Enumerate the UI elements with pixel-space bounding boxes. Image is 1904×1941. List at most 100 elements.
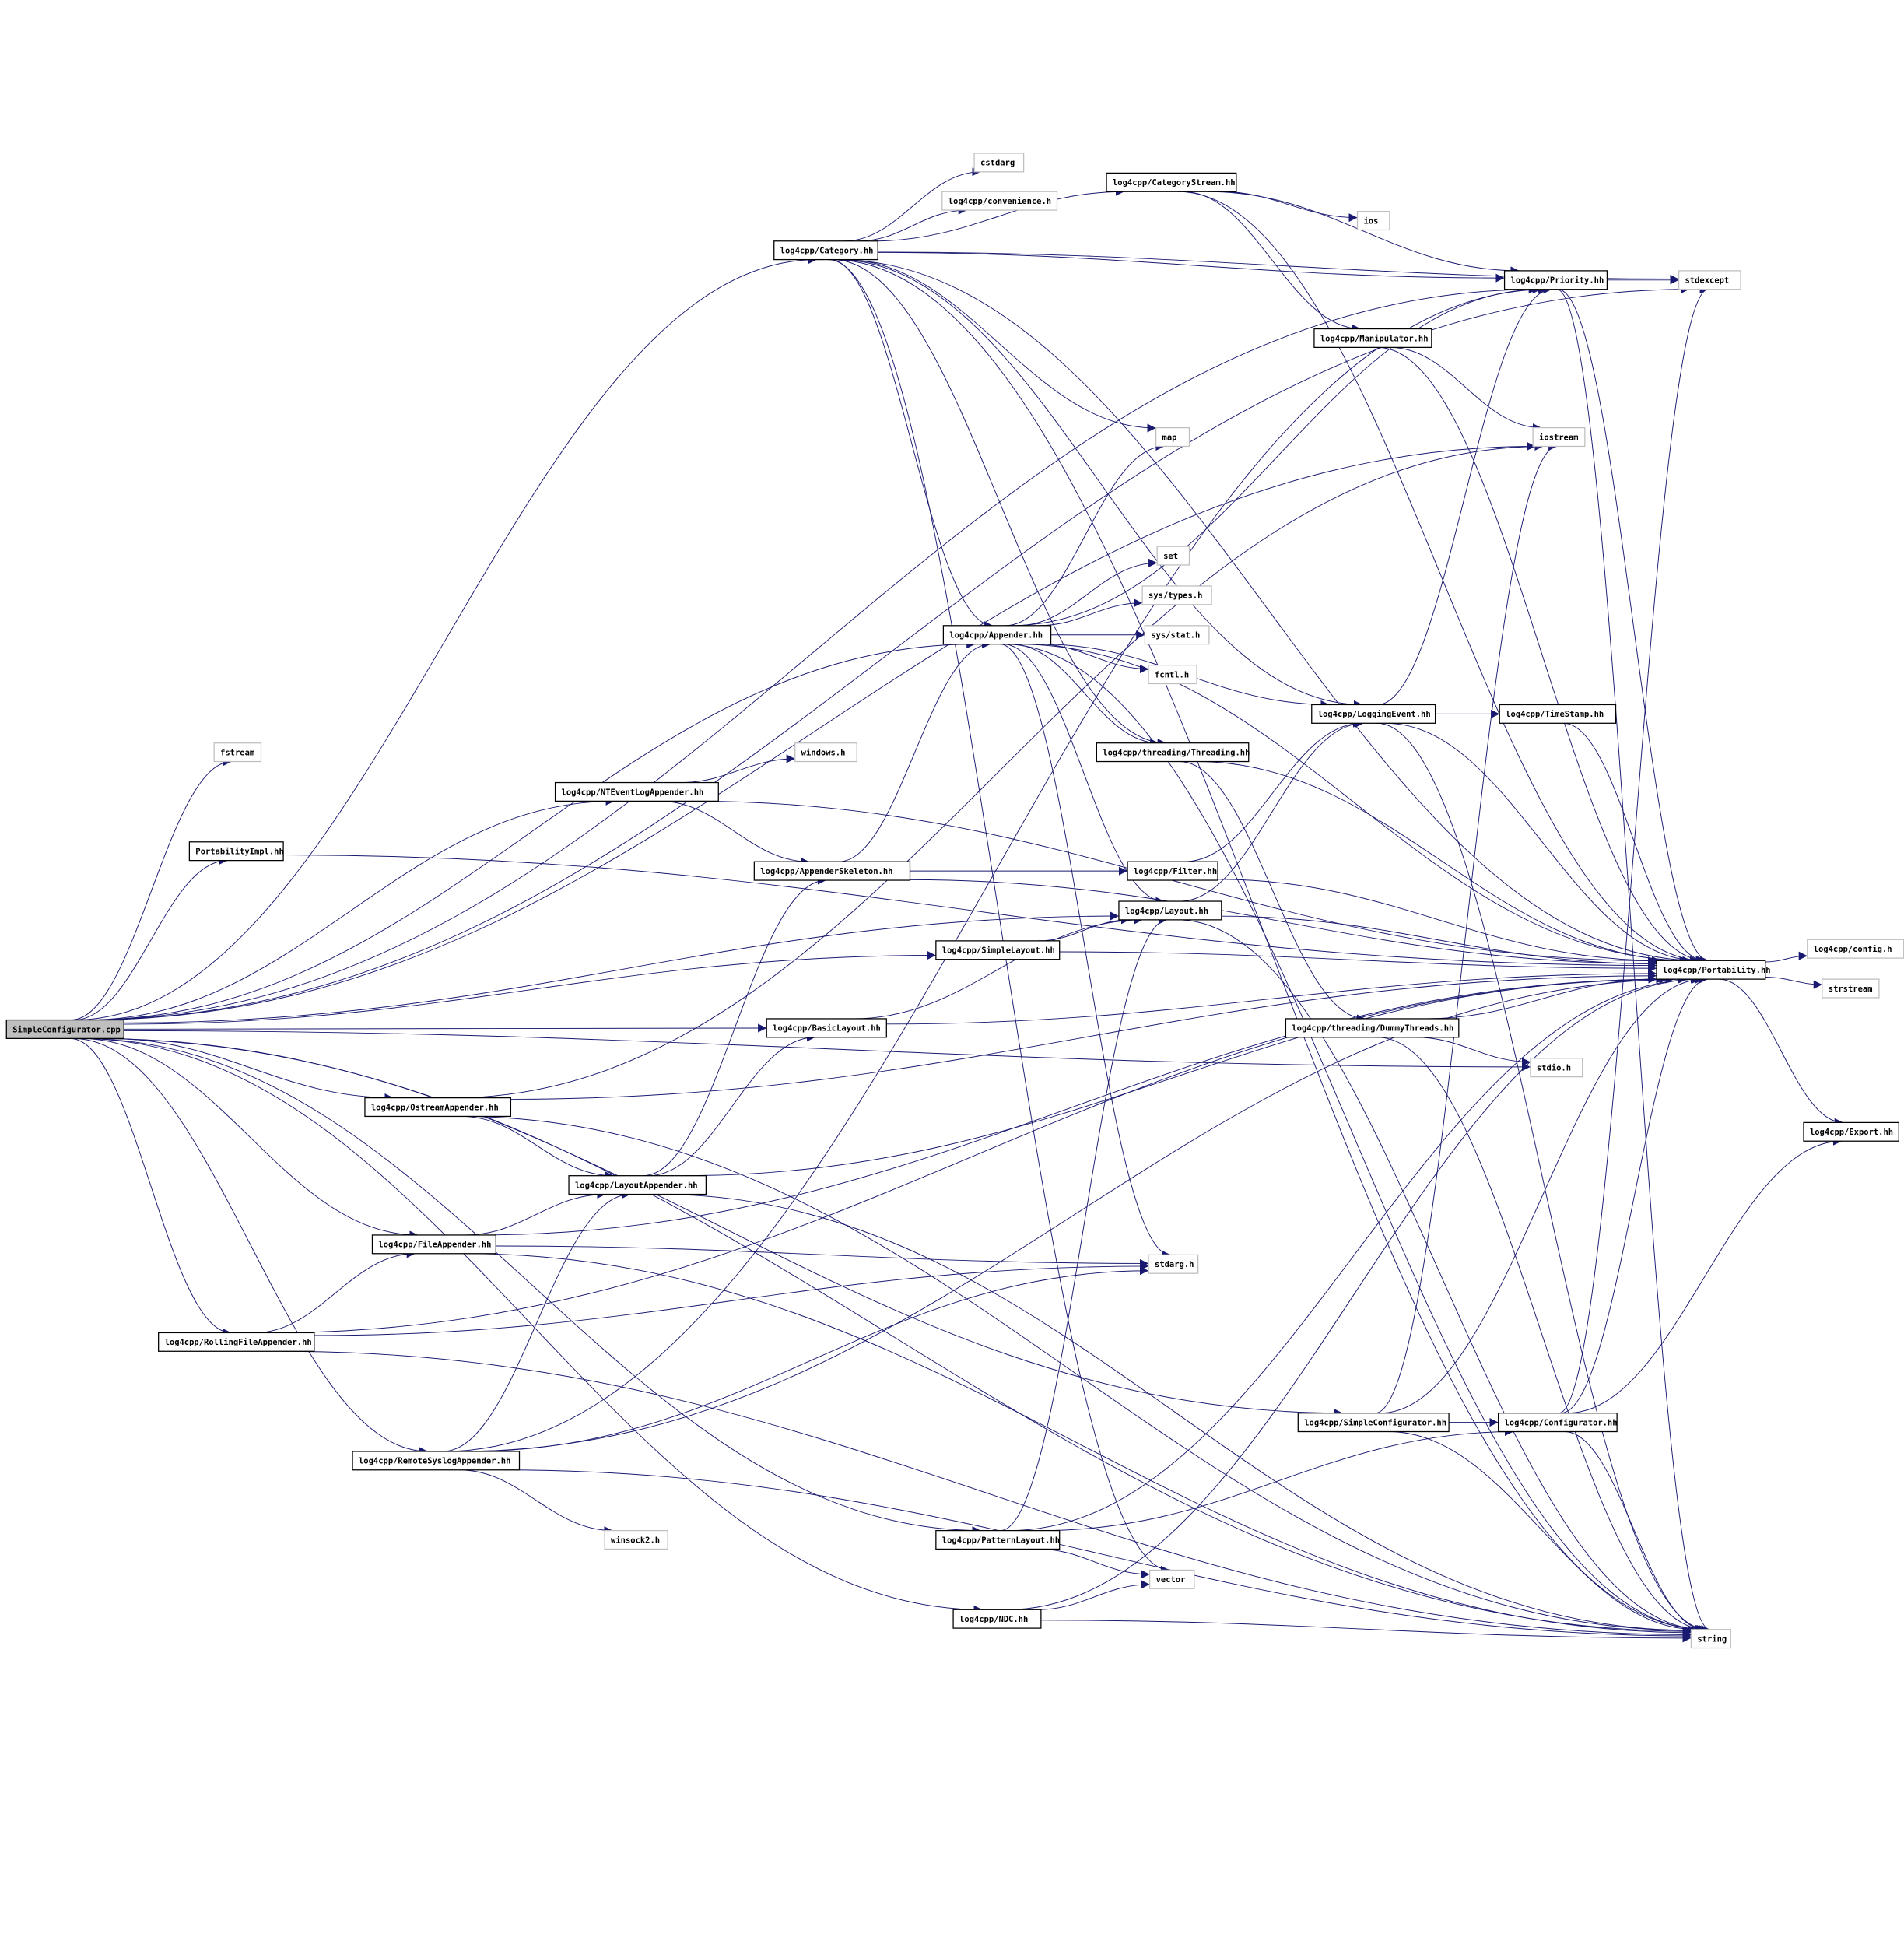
edge-root-to-portimpl [74,856,228,1021]
edge-basiclayout-to-layout [854,915,1144,1020]
node-appender[interactable]: log4cpp/Appender.hh [942,625,1052,645]
node-label: cstdarg [980,159,1015,168]
node-box [1530,1058,1583,1078]
node-box [935,1529,1061,1550]
edge-rolling-to-string [282,1350,1692,1640]
edge-dummythreads-to-string [1377,1037,1706,1634]
node-label: vector [1156,1575,1186,1585]
node-box [213,742,262,763]
edge-root-to-ostream [109,1037,394,1103]
node-box [1313,328,1432,349]
edge-ostream-to-string [460,1115,1692,1635]
edge-appender-to-set [1018,558,1158,627]
edge-simpleconfig-to-string [1387,1431,1697,1634]
node-label: stdarg.h [1155,1260,1194,1269]
node-timestamp[interactable]: log4cpp/TimeStamp.hh [1499,704,1617,724]
edge-fileappender-to-string [464,1253,1692,1637]
node-layoutappender[interactable]: log4cpp/LayoutAppender.hh [568,1175,707,1195]
node-convenience: log4cpp/convenience.h [941,191,1058,211]
edge-appender-to-stdarg [999,644,1171,1259]
node-ntevent[interactable]: log4cpp/NTEventLogAppender.hh [554,781,719,802]
edge-root-to-ndc [79,1037,983,1614]
node-manipulator[interactable]: log4cpp/Manipulator.hh [1313,328,1432,349]
node-layout[interactable]: log4cpp/Layout.hh [1118,900,1222,921]
node-export[interactable]: log4cpp/Export.hh [1803,1121,1899,1142]
node-systypes: sys/types.h [1141,585,1212,605]
edge-root-to-iostream [88,441,1536,1021]
edge-root-to-category [74,255,817,1021]
edge-category-to-convenience [858,205,967,242]
edge-dummythreads-to-stdio [1415,1037,1531,1067]
edge-simplelayout-to-layout [1038,915,1130,942]
edge-configurator-to-stdexcept [1559,285,1709,1414]
node-simpleconfig[interactable]: log4cpp/SimpleConfigurator.hh [1297,1413,1450,1433]
node-label: sys/stat.h [1151,631,1200,641]
node-label: log4cpp/OstreamAppender.hh [371,1103,499,1112]
node-fileappender[interactable]: log4cpp/FileAppender.hh [371,1234,496,1255]
node-label: log4cpp/NDC.hh [959,1615,1028,1624]
node-box [1499,704,1617,724]
node-basiclayout[interactable]: log4cpp/BasicLayout.hh [766,1018,887,1038]
node-label: log4cpp/Portability.hh [1663,966,1771,975]
node-label: winsock2.h [611,1536,660,1545]
node-simplelayout[interactable]: log4cpp/SimpleLayout.hh [935,940,1061,960]
edge-manipulator-to-portability [1377,346,1706,965]
node-category[interactable]: log4cpp/Category.hh [773,240,878,261]
node-box [1155,426,1190,448]
node-label: iostream [1539,433,1578,442]
node-box [952,1609,1042,1629]
node-label: log4cpp/Appender.hh [949,631,1043,641]
edge-priority-to-portability [1558,289,1709,965]
node-appskel[interactable]: log4cpp/AppenderSkeleton.hh [753,861,911,881]
node-box [1690,1629,1731,1649]
node-threading[interactable]: log4cpp/threading/Threading.hh [1096,742,1250,763]
edge-category-to-map [843,259,1156,433]
edge-simplelayout-to-portability [1059,951,1657,973]
node-configurator[interactable]: log4cpp/Configurator.hh [1497,1413,1618,1433]
node-rolling[interactable]: log4cpp/RollingFileAppender.hh [158,1332,315,1352]
node-priority[interactable]: log4cpp/Priority.hh [1503,270,1608,290]
node-strstream: strstream [1822,978,1880,999]
node-pattern[interactable]: log4cpp/PatternLayout.hh [935,1529,1061,1550]
node-box [941,191,1058,211]
node-ndc[interactable]: log4cpp/NDC.hh [952,1609,1042,1629]
node-dummythreads[interactable]: log4cpp/threading/DummyThreads.hh [1285,1018,1460,1038]
node-box [1144,625,1210,645]
node-label: log4cpp/Manipulator.hh [1320,334,1429,343]
edge-syslog-to-winsock [459,1469,613,1536]
edge-categorystream-to-ios [1220,191,1358,223]
edge-category-to-vector [828,259,1170,1574]
edge-categorystream-to-manipulator [1183,191,1361,334]
edge-ntevent-to-windows [681,754,795,784]
edge-portimpl-to-portability [283,855,1657,970]
node-syslog[interactable]: log4cpp/RemoteSyslogAppender.hh [352,1451,521,1471]
edge-category-to-threading [832,259,1166,748]
edge-threading-to-portability [1195,761,1688,965]
node-loggingevent[interactable]: log4cpp/LoggingEvent.hh [1311,704,1436,724]
edge-configurator-to-portability [1560,974,1708,1414]
edge-syslog-to-stdarg [470,1266,1149,1452]
node-box [1503,270,1608,290]
node-label: log4cpp/BasicLayout.hh [773,1024,881,1034]
edge-appender-to-systypes [1039,598,1143,627]
node-ostream[interactable]: log4cpp/OstreamAppender.hh [364,1097,512,1118]
edge-category-to-cstdarg [843,167,981,242]
node-box [753,861,911,881]
node-portimpl[interactable]: PortabilityImpl.hh [188,841,284,862]
node-filter[interactable]: log4cpp/Filter.hh [1127,861,1218,881]
node-label: stdio.h [1537,1064,1571,1073]
node-label: fstream [220,748,254,757]
node-box [773,240,878,261]
edge-root-to-appender [86,640,976,1021]
edge-fileappender-to-stdarg [496,1245,1149,1268]
edge-loggingevent-to-portability [1385,722,1699,965]
node-categorystream[interactable]: log4cpp/CategoryStream.hh [1106,172,1237,192]
node-string: string [1690,1629,1731,1649]
edge-category-to-portability [837,259,1700,965]
node-box [1297,1413,1450,1433]
edge-threading-to-dummythreads [1179,761,1366,1023]
edge-simpleconfig-to-portability [1380,974,1704,1414]
node-box [1678,270,1741,290]
edge-syslog-to-string [502,1469,1692,1641]
node-portability[interactable]: log4cpp/Portability.hh [1656,960,1771,980]
